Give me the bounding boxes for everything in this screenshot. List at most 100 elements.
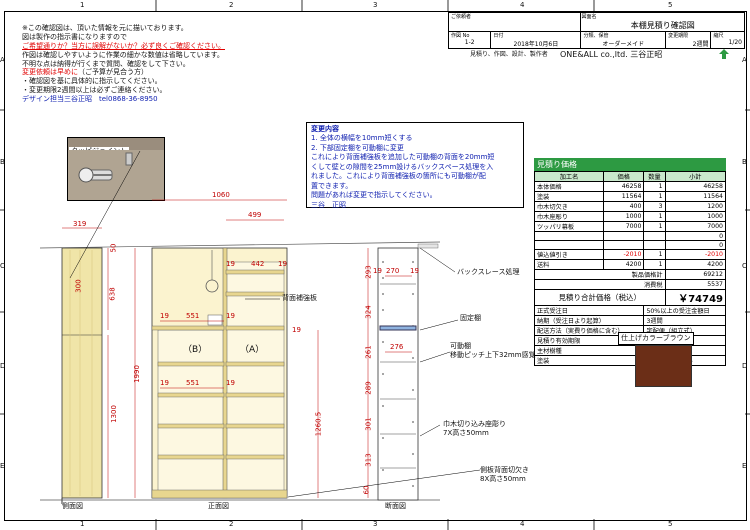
dim-19: 19 [160,379,169,387]
grid-row-D-right: D [742,362,748,370]
grid-row-E-right: E [742,462,747,470]
dim-499: 499 [248,211,262,219]
grid-row-C: C [0,262,5,270]
note-line-9: デザイン担当三谷正昭 tel0868-36-8950 [22,95,158,103]
grid-row-A-right: A [742,56,747,64]
callout-backboard: 背面補強板 [282,294,317,302]
tb-date-cell: 日付 2018年10月6日 [490,31,582,49]
tappy-photo: タッピジョイント [67,137,165,201]
grid-col-3-bottom: 3 [373,520,378,528]
dim-19: 19 [226,260,235,268]
note-line-4: 作図は確認しやすいように作業の細かな数値は省略しています。 [22,51,224,59]
change-note-title: 変更内容 [311,125,339,133]
callout-movable-2: 移動ピッチ上下32mm感覚 [450,351,536,359]
callout-side-1: 側板背面切欠き [480,466,529,474]
dim-19: 19 [292,326,301,334]
change-note-line-6: 置できます。 [311,181,353,190]
note-line-6-rest: （ご予算が見合う方） [78,68,148,76]
change-note-line-4: くして壁との隙間を25mm設けるバックスペース処理を入 [311,162,494,171]
tb-maker-label: 見積り、作図、設計、製作者 [470,51,548,58]
callout-backspace: バックスレース処理 [457,268,520,276]
grid-col-4: 4 [520,1,525,9]
grid-row-C-right: C [742,262,747,270]
dim-19: 19 [160,312,169,320]
callout-skirting-2: 7X高さ50mm [443,429,489,437]
note-line-7: ・確認図を基に具体的に指示してください。 [22,77,162,85]
drawing-frame [4,11,747,521]
callout-side-2: 8X高さ50mm [480,475,526,483]
dim-1300: 1300 [109,405,118,423]
grid-col-2: 2 [229,1,234,9]
dim-319: 319 [73,220,87,228]
section-view-label: 断面図 [385,502,406,510]
dim-19: 19 [373,267,382,275]
tb-drawing-name: 本棚見積り確認図 [630,21,695,30]
change-note-line-5: れました。これにより背面補強板の箇所にも可動棚が配 [311,172,486,181]
change-note-line-8: 三谷 正昭 [311,200,346,209]
grid-col-5: 5 [668,1,673,9]
side-view-panel [61,247,103,499]
note-line-3: ご希望通りか？当方に誤解がないか？必ず良くご確認ください。 [22,42,225,50]
dim-289: 289 [364,381,373,395]
dim-1060: 1060 [212,191,230,199]
grid-col-5-bottom: 5 [668,520,673,528]
note-line-1: ※この確認図は、頂いた情報を元に描いております。 [22,24,188,32]
grid-row-B-right: B [742,158,747,166]
tb-scale-value: 1/20 [728,39,742,46]
finish-label: 仕上げカラーブラウン [618,332,694,345]
grid-col-1-bottom: 1 [80,520,85,528]
dim-60: 60 [362,485,371,495]
company-logo-icon [719,49,729,59]
tb-period-value: 2週間 [692,41,709,48]
label-B: （B） [183,345,208,355]
tb-period-label: 変更期限 [668,33,689,39]
front-view-label: 正面図 [208,502,229,510]
finish-swatch [635,345,692,387]
tb-no-label: 作図 No [451,33,470,39]
dim-276: 276 [390,343,404,351]
tb-category-value: オーダーメイド [602,41,645,48]
grid-col-1: 1 [80,1,85,9]
tb-date-value: 2018年10月6日 [513,41,559,48]
change-note-line-7: 問題があれば変更で指示してください。 [311,191,437,200]
tb-maker-value: ONE&ALL co.,ltd. 三谷正昭 [560,50,663,59]
grid-col-2-bottom: 2 [229,520,234,528]
tb-scale-label: 縮尺 [713,33,724,39]
note-line-8: ・変更期限2週間以上は必ずご連絡ください。 [22,86,167,94]
section-view [377,247,419,501]
dim-324: 324 [364,305,373,319]
dim-1260: 1260.5 [314,411,323,437]
dim-270: 270 [386,267,400,275]
callout-skirting-1: 巾木切り込み座彫り [443,420,506,428]
dim-313: 313 [364,453,373,467]
grid-col-4-bottom: 4 [520,520,525,528]
grid-row-A: A [0,56,5,64]
grid-col-3: 3 [373,1,378,9]
tb-no-value: 1-2 [464,39,475,46]
dim-19: 19 [226,379,235,387]
tb-scale-cell: 縮尺 1/20 [710,31,745,49]
tb-date-label: 日付 [493,33,504,39]
dim-551: 551 [186,312,200,320]
dim-300: 300 [74,279,83,293]
screw-icon [68,150,164,200]
dim-261: 261 [364,345,373,359]
dim-638: 638 [108,287,117,301]
dim-301: 301 [364,417,373,431]
callout-fixed-shelf: 固定棚 [460,314,481,322]
side-view-label: 側面図 [62,502,83,510]
note-line-2: 図は製作の指示書になりますので [22,33,127,41]
grid-row-E: E [0,462,5,470]
dim-442: 442 [251,260,265,268]
note-line-6: 変更依頼は早めに（ご予算が見合う方） [22,68,148,77]
table-row: 0 [534,240,727,250]
dim-19: 19 [278,260,287,268]
callout-movable-1: 可動棚 [450,342,471,350]
